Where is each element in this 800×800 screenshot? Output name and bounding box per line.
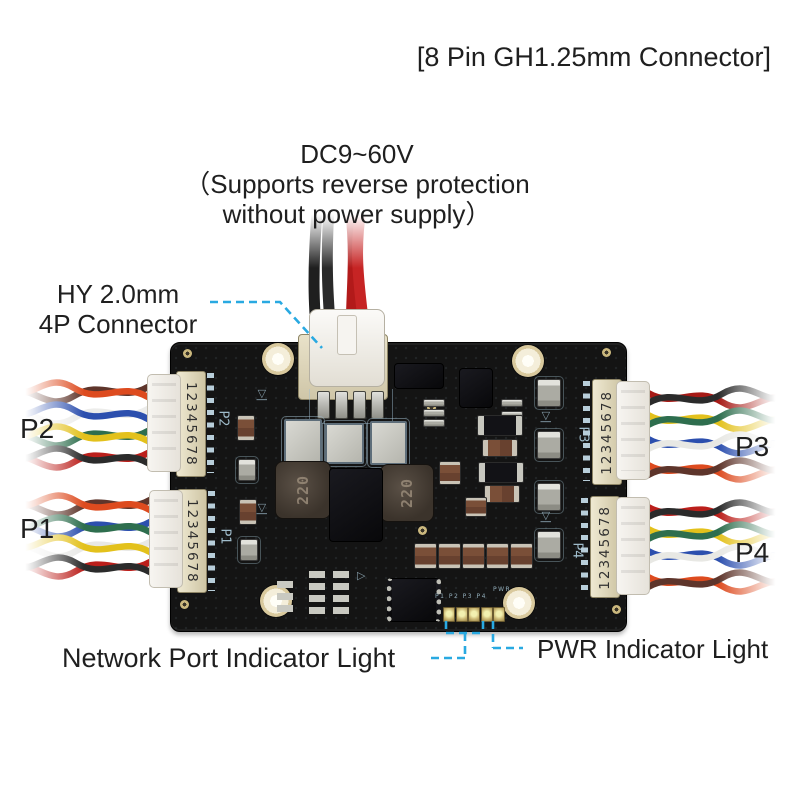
power-note-line3: without power supply） (222, 199, 492, 229)
smd-transistor (394, 363, 444, 389)
capacitor (462, 543, 485, 569)
mounting-hole (512, 345, 544, 377)
plug-ridges (621, 506, 645, 586)
mounting-hole (262, 343, 294, 375)
fiducial-dot (602, 348, 611, 357)
smd-resistor (534, 480, 564, 514)
smd-diode (477, 415, 523, 436)
harness-label-p4: P4 (735, 537, 770, 568)
power-note-line2: （Supports reverse protection (184, 169, 530, 199)
harness-label-p3: P3 (735, 431, 770, 462)
soic-ic (387, 578, 441, 622)
smd-resistor (237, 536, 261, 564)
led-row-silkscreen: P1 P2 P3 P4 (435, 593, 487, 600)
harness-label-p2: P2 (20, 413, 55, 444)
network-led-label: Network Port Indicator Light (62, 643, 396, 673)
hy-connector-callout-line (210, 300, 323, 349)
smd-resistor (423, 419, 445, 427)
plug-ridges (152, 383, 176, 463)
power-ic (329, 468, 383, 542)
p1-plug (149, 490, 183, 588)
smd-resistor (534, 528, 564, 562)
network-led-p2 (456, 607, 468, 622)
power-pin (353, 391, 366, 419)
pwr-led-callout-line (491, 621, 523, 650)
pin-row-silkscreen (583, 381, 590, 481)
smd-regulator (459, 368, 493, 408)
capacitor (439, 461, 461, 485)
fiducial-dot (418, 526, 427, 535)
p2-plug (147, 374, 181, 472)
power-pin (335, 391, 348, 419)
resistor-array (277, 581, 293, 615)
pwr-led (493, 607, 505, 622)
capacitor (239, 499, 257, 525)
fiducial-dot (183, 349, 192, 358)
top-connector-title: [8 Pin GH1.25mm Connector] (416, 42, 771, 72)
network-led-p4 (481, 607, 493, 622)
smd-resistor (534, 428, 564, 462)
capacitor (414, 543, 437, 569)
p1-pin-numbers: 12345678 (184, 498, 200, 584)
smd-resistor (423, 399, 445, 407)
power-note-line1: DC9~60V (300, 139, 414, 169)
inductor-220: 220 (380, 464, 434, 522)
p3-plug (616, 381, 650, 480)
fiducial-dot (180, 600, 189, 609)
smd-resistor (534, 376, 564, 410)
inductor-220: 220 (275, 461, 331, 519)
power-pin (317, 391, 330, 419)
resistor-array (333, 571, 349, 617)
plug-ridges (621, 390, 645, 471)
network-led-p3 (468, 607, 480, 622)
capacitor (486, 543, 509, 569)
smd-diode (478, 462, 524, 483)
resistor-array (309, 571, 325, 617)
hy-connector-line2: 4P Connector (38, 309, 198, 339)
capacitor (281, 416, 325, 466)
smd-resistor (501, 399, 523, 407)
plug-ridges (154, 499, 178, 579)
hy-connector-label: HY 2.0mm 4P Connector (28, 279, 208, 339)
power-pin (371, 391, 384, 419)
capacitor (482, 439, 518, 457)
p2-pin-numbers: 12345678 (183, 381, 199, 467)
capacitor (484, 485, 520, 503)
pin-row-silkscreen (207, 373, 214, 473)
capacitor (465, 497, 487, 517)
p4-header-connector: 12345678 (590, 496, 620, 598)
harness-label-p1: P1 (20, 513, 55, 544)
triangle-silkscreen-icon: ▷ (357, 570, 366, 582)
smd-resistor (423, 409, 445, 417)
mounting-hole (503, 587, 535, 619)
pin-row-silkscreen (581, 498, 588, 594)
capacitor (510, 543, 533, 569)
fiducial-dot (612, 605, 621, 614)
fiducial-dot (427, 403, 436, 412)
capacitor (322, 420, 367, 467)
pwr-silkscreen: PWR (493, 586, 512, 593)
p2-header-connector: 12345678 (176, 371, 206, 477)
network-led-p1 (443, 607, 455, 622)
p4-plug (616, 497, 650, 595)
power-connector-latch (337, 315, 357, 355)
capacitor (438, 543, 461, 569)
power-note: DC9~60V （Supports reverse protection wit… (175, 139, 539, 229)
pwr-led-label: PWR Indicator Light (537, 634, 769, 664)
smd-resistor (235, 456, 259, 484)
hy-connector-line1: HY 2.0mm (56, 279, 180, 309)
network-led-callout-line (427, 621, 485, 660)
capacitor (237, 415, 255, 441)
pin-row-silkscreen (208, 491, 215, 591)
